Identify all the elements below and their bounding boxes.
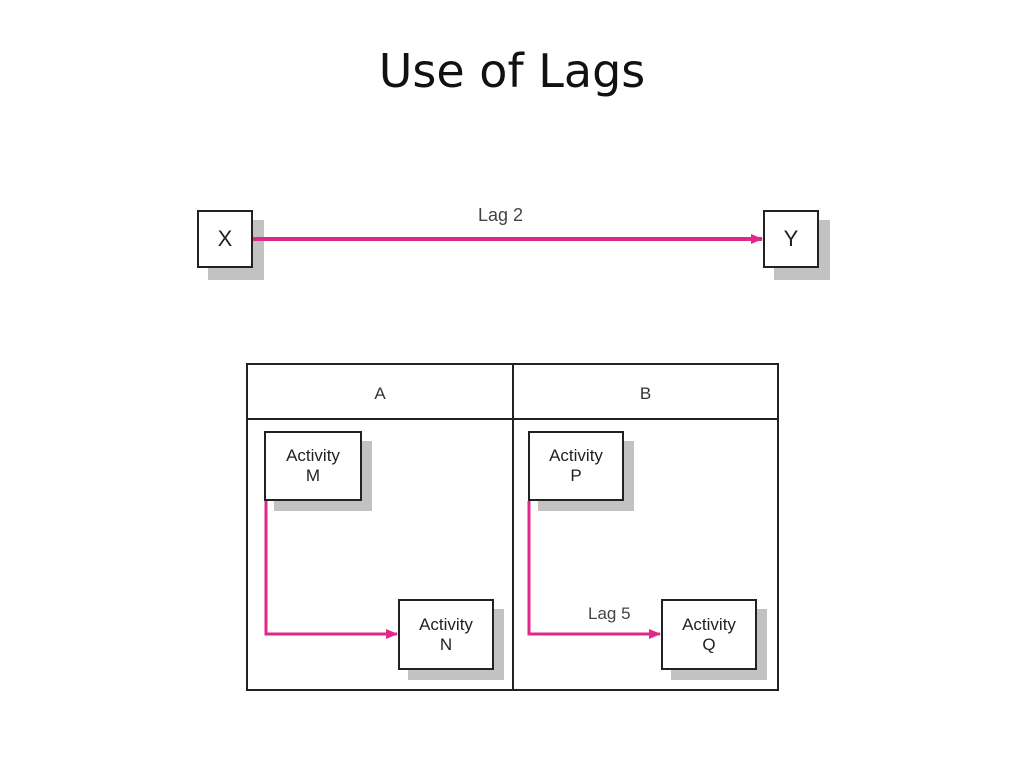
activity-q-line1: Activity <box>682 614 736 634</box>
lag-2-label: Lag 2 <box>478 205 524 225</box>
column-header-a: A <box>374 384 386 403</box>
activity-m-line1: Activity <box>286 446 340 466</box>
lag-5-label: Lag 5 <box>588 604 631 623</box>
table-column-divider <box>512 363 514 691</box>
activity-m-line2: M <box>305 466 321 485</box>
activity-n-line2: N <box>439 634 453 654</box>
arrow-m-to-n <box>264 501 398 639</box>
activity-p-line1: Activity <box>549 446 603 466</box>
activity-n-line1: Activity <box>419 614 473 634</box>
arrow-p-to-q <box>527 501 661 639</box>
column-header-b: B <box>639 384 652 403</box>
activity-q-line2: Q <box>702 634 716 654</box>
node-x[interactable]: X <box>197 210 253 268</box>
slide-title: Use of Lags <box>378 44 646 98</box>
activity-p-line2: P <box>570 466 582 485</box>
node-y-label: Y <box>783 226 799 252</box>
node-x-label: X <box>217 226 233 252</box>
node-y[interactable]: Y <box>763 210 819 268</box>
